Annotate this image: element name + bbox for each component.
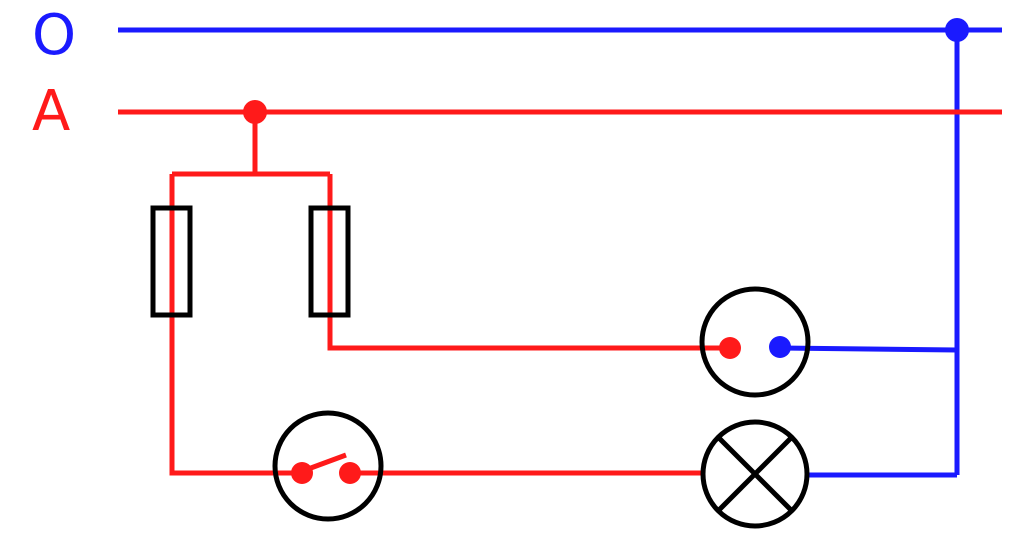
socket-phase-terminal	[719, 337, 741, 359]
switch-circle	[272, 410, 384, 522]
switch-terminal-left	[291, 462, 313, 484]
socket-neutral-terminal	[769, 336, 791, 358]
left-branch-wire	[169, 174, 300, 476]
phase-junction-dot	[243, 100, 267, 124]
neutral-junction-dot	[945, 18, 969, 42]
socket-outlet	[699, 286, 811, 398]
lamp	[700, 419, 810, 529]
fuse-right	[308, 205, 351, 318]
lamp-circle	[700, 419, 810, 529]
right-branch-wire	[327, 174, 730, 351]
lamp-cross-2	[716, 435, 794, 513]
neutral-line-label: O	[32, 3, 77, 68]
switch-terminal-right	[339, 462, 361, 484]
phase-line-label: A	[32, 79, 71, 144]
fuse-left	[150, 205, 193, 318]
